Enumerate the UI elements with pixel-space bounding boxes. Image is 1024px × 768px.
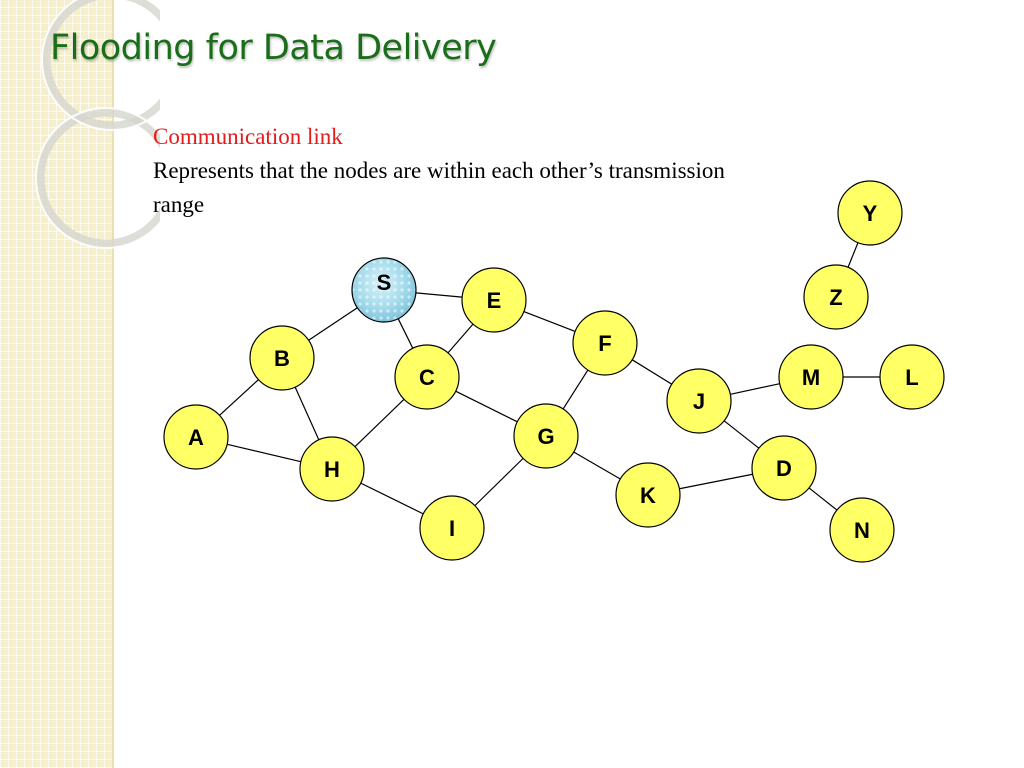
node-circle (249, 325, 315, 391)
node-c: C (394, 344, 460, 410)
node-label: I (449, 516, 455, 541)
node-label: F (598, 331, 611, 356)
node-d: D (751, 435, 817, 501)
node-label: G (537, 424, 554, 449)
node-circle (615, 462, 681, 528)
node-label: Z (829, 285, 842, 310)
node-label: A (188, 425, 204, 450)
decorative-rings (35, 0, 160, 249)
node-label: C (419, 365, 435, 390)
node-s: S (351, 257, 417, 323)
node-circle (419, 495, 485, 561)
node-circle (829, 497, 895, 563)
node-label: M (802, 365, 820, 390)
node-label: B (274, 346, 290, 371)
node-l: L (879, 344, 945, 410)
node-i: I (419, 495, 485, 561)
link-h-i (360, 482, 424, 515)
link-e-c (447, 323, 474, 354)
legend-text: Communication link Represents that the n… (153, 120, 753, 222)
node-circle (837, 180, 903, 246)
node-circle (572, 310, 638, 376)
node-circle (778, 344, 844, 410)
link-c-g (455, 390, 518, 423)
node-m: M (778, 344, 844, 410)
node-g: G (513, 403, 579, 469)
node-circle (461, 267, 527, 333)
node-circle (803, 264, 869, 330)
link-d-n (808, 487, 838, 511)
node-circle (394, 344, 460, 410)
node-label: H (324, 457, 340, 482)
node-label: N (854, 518, 870, 543)
source-node-texture (353, 259, 415, 321)
node-y: Y (837, 180, 903, 246)
node-label: L (905, 365, 918, 390)
node-circle (299, 436, 365, 502)
link-j-d (723, 420, 760, 449)
link-g-k (573, 451, 621, 480)
link-a-h (227, 443, 301, 463)
legend-keyword: Communication link (153, 124, 343, 149)
link-e-f (523, 310, 576, 333)
link-f-g (562, 369, 589, 410)
slide-title: Flooding for Data Delivery (50, 28, 497, 68)
link-c-h (354, 398, 405, 448)
node-n: N (829, 497, 895, 563)
node-label: S (377, 270, 392, 295)
node-z: Z (803, 264, 869, 330)
node-circle (666, 368, 732, 434)
node-label: K (640, 483, 656, 508)
node-label: Y (863, 201, 878, 226)
node-j: J (666, 368, 732, 434)
network-nodes: S E F B C M L J A G H D K I N Y Z (163, 180, 945, 563)
node-f: F (572, 310, 638, 376)
node-a: A (163, 404, 229, 470)
link-y-z (847, 242, 859, 268)
node-k: K (615, 462, 681, 528)
legend-description: Represents that the nodes are within eac… (153, 158, 725, 217)
node-circle (751, 435, 817, 501)
node-b: B (249, 325, 315, 391)
link-j-m (730, 383, 780, 395)
link-g-i (474, 457, 524, 507)
communication-links (219, 242, 880, 515)
node-label: J (693, 389, 705, 414)
node-circle (879, 344, 945, 410)
link-k-d (679, 473, 753, 490)
node-e: E (461, 267, 527, 333)
node-label: E (487, 288, 502, 313)
link-f-j (631, 359, 673, 385)
node-circle (513, 403, 579, 469)
node-h: H (299, 436, 365, 502)
link-s-c (397, 318, 414, 349)
node-circle (163, 404, 229, 470)
link-b-a (219, 379, 259, 416)
node-label: D (776, 456, 792, 481)
link-s-e (415, 292, 463, 298)
link-s-b (308, 307, 358, 341)
link-b-h (294, 386, 320, 441)
